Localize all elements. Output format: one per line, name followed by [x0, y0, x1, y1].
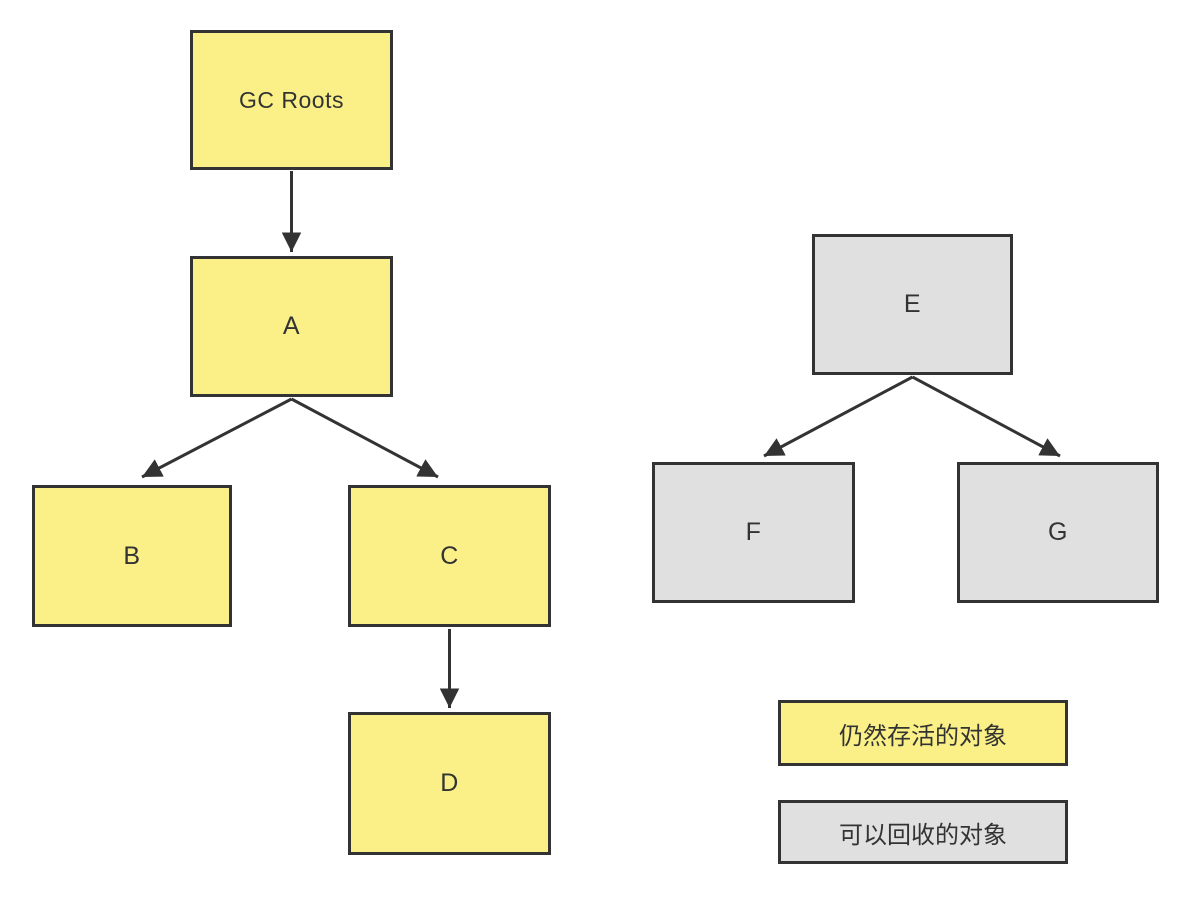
node-d-label: D: [440, 769, 459, 797]
legend-recyclable-objects: 可以回收的对象: [778, 800, 1068, 864]
arrow-e-to-f: [763, 375, 914, 458]
legend-recyclable-label: 可以回收的对象: [839, 821, 1007, 849]
node-a-label: A: [282, 312, 301, 340]
node-gc-roots-label: GC Roots: [239, 86, 344, 113]
legend-alive-label: 仍然存活的对象: [839, 722, 1007, 750]
node-c: C: [348, 485, 551, 627]
node-a: A: [190, 256, 393, 397]
node-b: B: [32, 485, 232, 627]
arrow-a-to-c: [290, 397, 439, 479]
arrow-a-to-b: [141, 397, 293, 479]
legend-alive-objects: 仍然存活的对象: [778, 700, 1068, 766]
node-g-label: G: [1048, 518, 1068, 546]
node-g: G: [957, 462, 1159, 603]
node-e: E: [812, 234, 1013, 375]
node-f-label: F: [745, 518, 762, 546]
arrow-e-to-g: [911, 375, 1061, 458]
node-c-label: C: [440, 541, 459, 570]
node-d: D: [348, 712, 551, 855]
node-gc-roots: GC Roots: [190, 30, 393, 170]
node-e-label: E: [903, 290, 922, 318]
node-f: F: [652, 462, 855, 603]
node-b-label: B: [123, 541, 141, 570]
